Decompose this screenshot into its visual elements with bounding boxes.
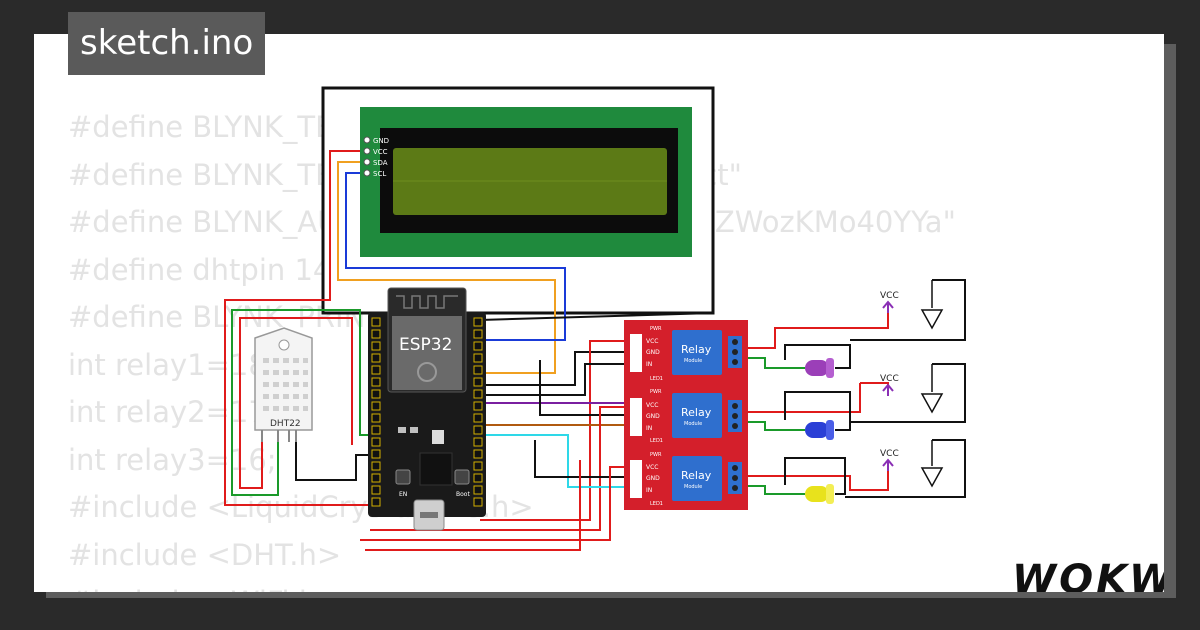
svg-text:VCC: VCC bbox=[646, 402, 658, 409]
lcd-pin-sda: SDA bbox=[373, 159, 388, 167]
code-line: #include <DHT.h> bbox=[68, 537, 342, 572]
boot-button[interactable] bbox=[454, 469, 470, 485]
svg-text:GND: GND bbox=[646, 349, 660, 356]
svg-text:PWR: PWR bbox=[650, 389, 662, 395]
wires bbox=[224, 150, 966, 551]
project-card[interactable]: #define BLYNK_TEMPLATE_ID "TMPL6PpT2X"#d… bbox=[34, 34, 1164, 592]
svg-text:GND: GND bbox=[646, 413, 660, 420]
wire-out3-gnd bbox=[784, 457, 846, 495]
relay-module-3: Relay Module VCC GND IN PWR LED1 bbox=[624, 446, 748, 510]
svg-text:Relay: Relay bbox=[681, 343, 712, 356]
wire-red-extra bbox=[365, 460, 581, 551]
wire-lcd-gnd bbox=[479, 312, 714, 321]
svg-text:VCC: VCC bbox=[880, 291, 899, 301]
svg-text:IN: IN bbox=[646, 425, 652, 432]
esp32-label: ESP32 bbox=[399, 335, 452, 355]
lcd-pin-scl: SCL bbox=[373, 170, 386, 178]
esp32-shield bbox=[392, 316, 462, 390]
wire-relay1-gnd bbox=[480, 351, 630, 386]
wire-lcd-sda bbox=[337, 161, 556, 374]
esp32-usb-chip bbox=[419, 452, 453, 486]
lcd-pin-vcc: VCC bbox=[373, 148, 388, 156]
wire-gnd1 bbox=[850, 279, 966, 341]
wire-out1-vcc bbox=[745, 305, 889, 349]
code-line: int relay2=17; bbox=[68, 395, 277, 429]
vcc-symbol-2: VCC bbox=[880, 374, 899, 396]
code-line: int relay1=18; bbox=[68, 347, 277, 382]
relay-module-1: Relay Module VCC GND IN PWR LED1 bbox=[624, 320, 748, 384]
led-yellow bbox=[805, 484, 834, 504]
relay-modules[interactable]: Relay Module VCC GND IN PWR LED1 Relay M… bbox=[624, 320, 748, 510]
svg-text:LED1: LED1 bbox=[650, 376, 663, 382]
lcd-pin-header: GND VCC SDA SCL bbox=[363, 136, 389, 178]
wire-gnd3 bbox=[845, 439, 966, 498]
espressif-logo-icon bbox=[417, 362, 437, 382]
wire-out1-gnd bbox=[784, 344, 851, 369]
wire-relay2-vcc bbox=[370, 406, 630, 531]
lcd-display[interactable]: GND VCC SDA SCL bbox=[321, 86, 715, 315]
vcc-symbol-1: VCC bbox=[880, 291, 899, 313]
leds[interactable] bbox=[805, 358, 834, 504]
en-button[interactable] bbox=[395, 469, 411, 485]
boot-label: Boot bbox=[456, 491, 470, 498]
wire-relay1-in bbox=[480, 363, 630, 396]
wire-dht-vcc bbox=[239, 317, 353, 489]
code-line: #include <WiFi.h> bbox=[68, 579, 956, 592]
svg-text:PWR: PWR bbox=[650, 326, 662, 332]
wire-dht-gnd bbox=[295, 440, 372, 481]
wire-relay3-gnd bbox=[534, 440, 630, 478]
svg-text:IN: IN bbox=[646, 487, 652, 494]
wire-dht-data bbox=[231, 309, 372, 496]
dht22-label: DHT22 bbox=[270, 419, 301, 429]
svg-text:LED1: LED1 bbox=[650, 501, 663, 507]
wire-out2-led bbox=[745, 421, 805, 431]
relay-module-2: Relay Module VCC GND IN PWR LED1 bbox=[624, 384, 748, 446]
wire-out1-led bbox=[745, 357, 805, 369]
wire-lcd-scl bbox=[345, 172, 566, 341]
esp32-pins-right bbox=[473, 317, 483, 507]
en-label: EN bbox=[399, 491, 407, 498]
wire-out2-vcc bbox=[745, 383, 861, 413]
wire-out2-gnd bbox=[784, 391, 851, 431]
svg-text:PWR: PWR bbox=[650, 452, 662, 458]
esp32-board[interactable]: ESP32 Boot EN bbox=[368, 287, 486, 531]
dht22-sensor[interactable]: DHT22 bbox=[254, 327, 313, 442]
circuit-diagram: GND VCC SDA SCL bbox=[224, 86, 966, 551]
code-line: int relay3=16; bbox=[68, 442, 277, 477]
svg-text:Module: Module bbox=[684, 421, 702, 427]
svg-text:Relay: Relay bbox=[681, 406, 712, 419]
svg-text:VCC: VCC bbox=[646, 338, 658, 345]
svg-text:Module: Module bbox=[684, 484, 702, 490]
wire-lcd-vcc bbox=[224, 150, 370, 506]
power-symbols: VCC VCC VCC bbox=[880, 280, 944, 488]
esp32-pins-left bbox=[371, 317, 381, 507]
svg-text:LED1: LED1 bbox=[650, 438, 663, 444]
led-purple bbox=[805, 358, 834, 378]
svg-text:Module: Module bbox=[684, 358, 702, 364]
led-blue bbox=[805, 420, 834, 440]
wire-relay3-in bbox=[480, 434, 630, 488]
esp32-component bbox=[432, 430, 444, 444]
svg-text:GND: GND bbox=[646, 475, 660, 482]
svg-text:VCC: VCC bbox=[880, 374, 899, 384]
wire-out3-vcc bbox=[745, 470, 889, 491]
svg-text:VCC: VCC bbox=[880, 449, 899, 459]
svg-text:IN: IN bbox=[646, 361, 652, 368]
wire-relay3-vcc bbox=[360, 466, 630, 541]
file-title-tab[interactable]: sketch.ino bbox=[68, 12, 266, 75]
vcc-symbol-3: VCC bbox=[880, 449, 899, 471]
svg-text:Relay: Relay bbox=[681, 469, 712, 482]
wokwi-logo: WOKWI bbox=[1012, 557, 1164, 592]
svg-text:VCC: VCC bbox=[646, 464, 658, 471]
wire-out3-led bbox=[745, 485, 805, 495]
wire-gnd2 bbox=[850, 363, 966, 423]
wire-relay1-vcc bbox=[480, 340, 630, 521]
lcd-pin-gnd: GND bbox=[373, 137, 389, 145]
